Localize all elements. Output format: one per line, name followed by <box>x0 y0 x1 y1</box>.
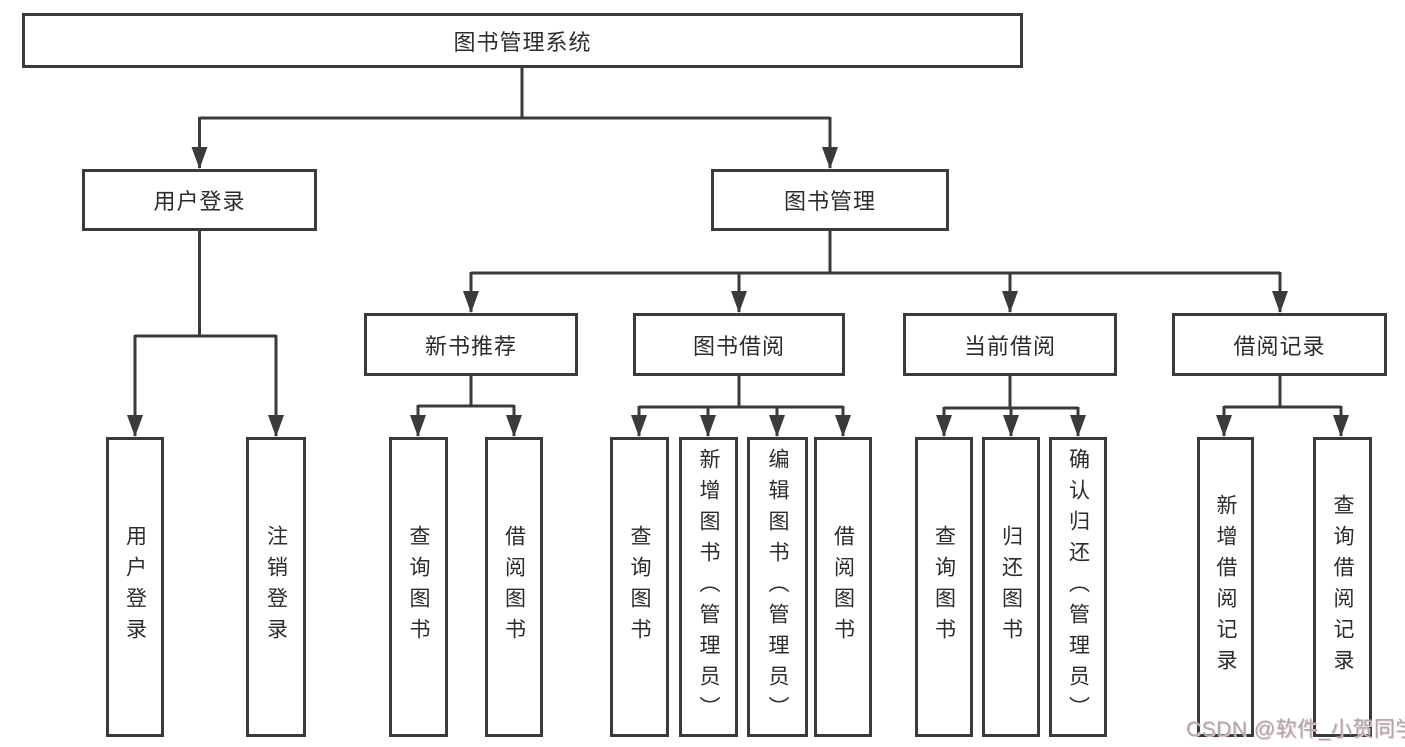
leaf-query-books-1-label: 查询图书 <box>407 525 430 649</box>
leaf-return-book-label: 归还图书 <box>999 525 1023 649</box>
leaf-edit-book-admin: 编辑图书（管理员） <box>747 437 808 737</box>
leaf-user-login-label: 用户登录 <box>123 525 147 649</box>
leaf-add-borrow-record: 新增借阅记录 <box>1197 437 1254 737</box>
leaf-query-books-3: 查询图书 <box>915 437 973 737</box>
node-root-label: 图书管理系统 <box>453 29 592 55</box>
leaf-return-book: 归还图书 <box>982 437 1040 737</box>
leaf-borrow-books-2-label: 借阅图书 <box>831 525 855 649</box>
leaf-query-borrow-record: 查询借阅记录 <box>1313 437 1372 737</box>
node-book-management: 图书管理 <box>711 169 949 231</box>
node-borrow-records: 借阅记录 <box>1172 313 1387 376</box>
leaf-confirm-return-admin-label: 确认归还（管理员） <box>1066 447 1090 727</box>
leaf-user-login: 用户登录 <box>106 437 164 737</box>
node-current-borrow-label: 当前借阅 <box>963 333 1056 359</box>
node-root: 图书管理系统 <box>22 13 1023 68</box>
node-user-login: 用户登录 <box>82 169 317 231</box>
node-new-book-recommend-label: 新书推荐 <box>424 333 517 359</box>
leaf-query-books-1: 查询图书 <box>389 437 448 737</box>
connector-group <box>127 68 1349 437</box>
leaf-logout-label: 注销登录 <box>264 525 288 649</box>
leaf-add-borrow-record-label: 新增借阅记录 <box>1214 494 1237 680</box>
leaf-query-borrow-record-label: 查询借阅记录 <box>1331 494 1354 680</box>
leaf-add-book-admin-label: 新增图书（管理员） <box>697 447 720 727</box>
node-user-login-label: 用户登录 <box>153 189 246 214</box>
leaf-borrow-books-2: 借阅图书 <box>814 437 872 737</box>
leaf-confirm-return-admin: 确认归还（管理员） <box>1049 437 1107 737</box>
node-book-management-label: 图书管理 <box>783 189 876 214</box>
csdn-watermark: CSDN @软件_小贺同学 <box>1186 718 1405 741</box>
leaf-logout: 注销登录 <box>246 437 306 737</box>
node-new-book-recommend: 新书推荐 <box>364 313 578 376</box>
leaf-query-books-3-label: 查询图书 <box>932 525 956 649</box>
leaf-edit-book-admin-label: 编辑图书（管理员） <box>766 447 789 727</box>
leaf-borrow-books-1-label: 借阅图书 <box>502 525 526 649</box>
node-book-borrow-label: 图书借阅 <box>692 333 785 359</box>
node-current-borrow: 当前借阅 <box>903 313 1117 376</box>
leaf-borrow-books-1: 借阅图书 <box>485 437 543 737</box>
node-book-borrow: 图书借阅 <box>633 313 845 376</box>
leaf-add-book-admin: 新增图书（管理员） <box>679 437 738 737</box>
leaf-query-books-2: 查询图书 <box>610 437 669 737</box>
node-borrow-records-label: 借阅记录 <box>1233 333 1326 359</box>
leaf-query-books-2-label: 查询图书 <box>628 525 651 649</box>
